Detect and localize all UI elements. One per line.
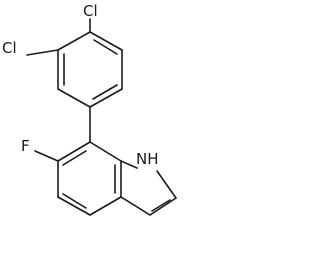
bond [57,141,91,162]
bond [151,199,171,212]
atom-label-nh: NH [136,150,159,168]
bond [120,196,151,216]
bond [89,196,122,216]
bond [57,88,91,108]
atom-label-cl-left: Cl [2,39,17,57]
indole-benzene-ring [57,141,122,216]
bond-to-left-chlorine [26,49,59,56]
dichlorophenyl-ring [57,31,123,108]
bond [120,160,138,169]
bond [57,196,91,216]
bond [62,150,87,166]
bond [62,193,87,209]
atom-label-cl-top: Cl [83,2,98,20]
bond [93,39,118,55]
bond-to-fluorine [34,150,59,162]
pyrrole-ring [120,160,177,216]
bond [149,197,177,216]
bond [89,88,123,108]
bond [89,141,122,162]
molecule-structure: Cl Cl F NH [2,2,177,216]
bond [92,84,118,100]
bond [57,31,91,51]
bond [156,170,177,199]
bond [89,31,123,51]
atom-label-f: F [21,137,30,155]
